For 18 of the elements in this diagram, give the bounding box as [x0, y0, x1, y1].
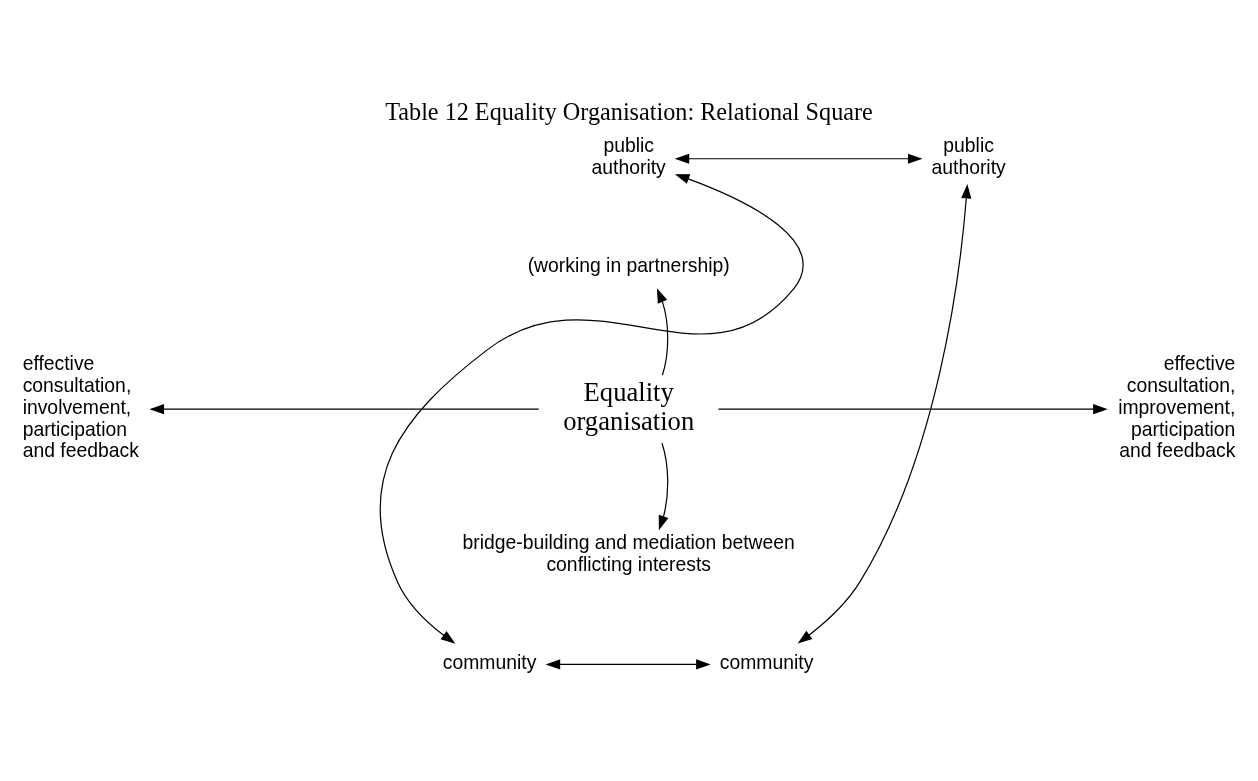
arrow	[149, 403, 540, 414]
node-text: effective consultation, involvement, participation and feedback	[22, 351, 139, 461]
node-text: community	[442, 650, 537, 673]
node-text: bridge-building and mediation between conflicting interests	[462, 530, 795, 575]
node-text: Equality organisation	[563, 376, 695, 436]
arrow	[797, 183, 972, 644]
node-text: public authority	[591, 133, 666, 178]
arrow	[658, 441, 669, 530]
arrow	[545, 658, 711, 669]
node-text: (working in partnership)	[527, 253, 730, 276]
node-text: community	[719, 650, 814, 673]
node-text: public authority	[931, 133, 1006, 178]
arrow	[674, 153, 923, 164]
arrow	[656, 287, 669, 376]
arrow	[379, 173, 804, 644]
diagram-title: Table 12 Equality Organisation: Relational Square	[385, 97, 873, 125]
node-text: effective consultation, improvement, participation and feedback	[1118, 351, 1236, 461]
arrow	[717, 403, 1108, 414]
